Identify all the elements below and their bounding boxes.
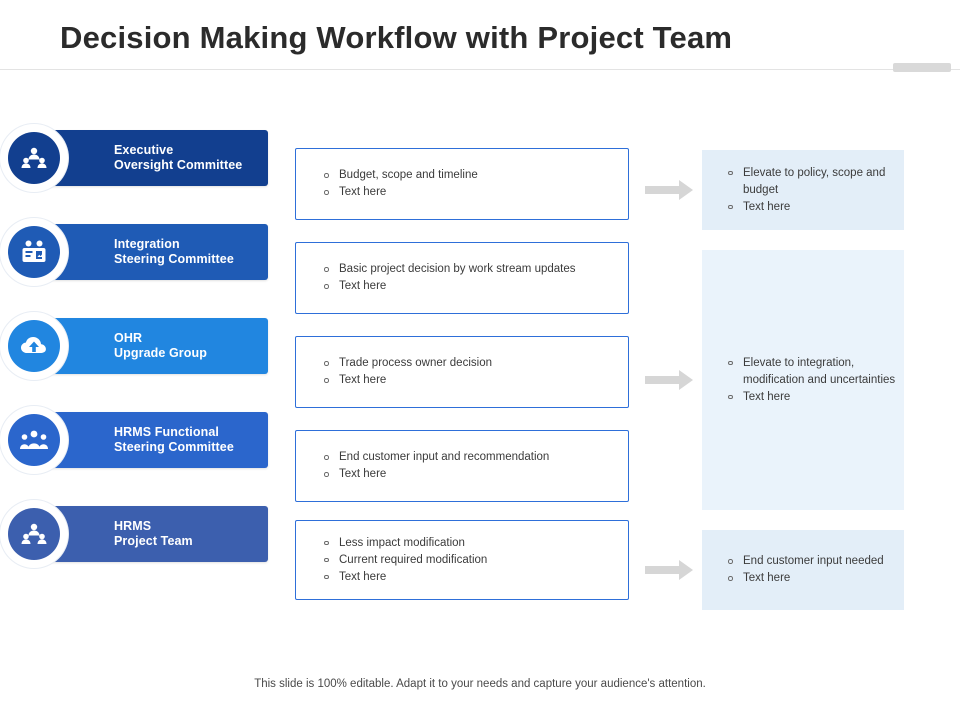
role-pill-executive-oversight-committee[interactable]: Executive Oversight Committee (49, 130, 268, 186)
role-pill-label-line1: HRMS (114, 519, 152, 533)
workflow-row: HRMS Project Team Less impact modificati… (0, 500, 960, 600)
role-pill-label-line1: Integration (114, 237, 180, 251)
three-people-icon (8, 414, 60, 466)
outcome-bullet: End customer input needed (728, 553, 898, 570)
role-pill-label-line2: Project Team (114, 534, 193, 548)
workflow-row: OHR Upgrade Group Trade process owner de… (0, 312, 960, 408)
flow-arrow (645, 370, 693, 390)
role-pill-label-line2: Oversight Committee (114, 158, 243, 172)
outcome-bullet-list: Elevate to policy, scope and budget Text… (728, 150, 898, 230)
role-pill-label: Integration Steering Committee (114, 224, 266, 280)
decision-detail-box: Less impact modification Current require… (295, 520, 629, 600)
detail-bullet: Text here (324, 278, 620, 295)
cloud-upload-icon (8, 320, 60, 372)
outcome-bullet: Text here (728, 570, 898, 587)
outcome-bullet-list: End customer input needed Text here (728, 530, 898, 610)
detail-bullet: Less impact modification (324, 535, 620, 552)
role-badge (0, 312, 68, 380)
outcome-box: Elevate to policy, scope and budget Text… (702, 150, 904, 230)
role-badge (0, 124, 68, 192)
detail-bullet-list: Budget, scope and timeline Text here (324, 149, 620, 219)
detail-bullet: Text here (324, 569, 620, 586)
role-badge (0, 500, 68, 568)
role-pill-hrms-functional-steering-committee[interactable]: HRMS Functional Steering Committee (49, 412, 268, 468)
role-pill-label-line2: Steering Committee (114, 252, 234, 266)
detail-bullet: Budget, scope and timeline (324, 167, 620, 184)
decision-detail-box: Trade process owner decision Text here (295, 336, 629, 408)
detail-bullet-list: Less impact modification Current require… (324, 521, 620, 599)
role-pill-label: HRMS Project Team (114, 506, 266, 562)
decision-detail-box: Basic project decision by work stream up… (295, 242, 629, 314)
detail-bullet: End customer input and recommendation (324, 449, 620, 466)
detail-bullet-list: End customer input and recommendation Te… (324, 431, 620, 501)
role-pill-label-line1: Executive (114, 143, 174, 157)
role-pill-label: HRMS Functional Steering Committee (114, 412, 266, 468)
outcome-box: End customer input needed Text here (702, 530, 904, 610)
role-badge (0, 218, 68, 286)
role-pill-label-line2: Steering Committee (114, 440, 234, 454)
role-pill-label-line1: OHR (114, 331, 143, 345)
people-group-icon (8, 132, 60, 184)
slide-header: Decision Making Workflow with Project Te… (0, 0, 960, 72)
role-pill-label: OHR Upgrade Group (114, 318, 266, 374)
workflow-row: Executive Oversight Committee Budget, sc… (0, 124, 960, 220)
outcome-bullet: Text here (728, 199, 898, 216)
outcome-bullet-list: Elevate to integration, modification and… (728, 250, 898, 510)
workflow-row: Integration Steering Committee Basic pro… (0, 218, 960, 314)
decision-detail-box: Budget, scope and timeline Text here (295, 148, 629, 220)
role-pill-label-line2: Upgrade Group (114, 346, 207, 360)
role-pill-label: Executive Oversight Committee (114, 130, 266, 186)
detail-bullet: Text here (324, 372, 620, 389)
detail-bullet: Text here (324, 184, 620, 201)
decision-detail-box: End customer input and recommendation Te… (295, 430, 629, 502)
role-pill-ohr-upgrade-group[interactable]: OHR Upgrade Group (49, 318, 268, 374)
flow-arrow (645, 180, 693, 200)
outcome-bullet: Text here (728, 389, 898, 406)
role-pill-integration-steering-committee[interactable]: Integration Steering Committee (49, 224, 268, 280)
role-pill-label-line1: HRMS Functional (114, 425, 219, 439)
header-tab-marker (893, 63, 951, 72)
page-title: Decision Making Workflow with Project Te… (60, 20, 733, 55)
team-board-icon (8, 226, 60, 278)
header-divider (0, 69, 960, 70)
workflow-diagram: Executive Oversight Committee Budget, sc… (0, 124, 960, 630)
detail-bullet: Trade process owner decision (324, 355, 620, 372)
role-pill-hrms-project-team[interactable]: HRMS Project Team (49, 506, 268, 562)
detail-bullet-list: Basic project decision by work stream up… (324, 243, 620, 313)
outcome-bullet: Elevate to policy, scope and budget (728, 165, 898, 199)
people-group-icon (8, 508, 60, 560)
outcome-bullet: Elevate to integration, modification and… (728, 355, 898, 389)
detail-bullet: Current required modification (324, 552, 620, 569)
footer-note: This slide is 100% editable. Adapt it to… (254, 678, 706, 690)
flow-arrow (645, 560, 693, 580)
detail-bullet-list: Trade process owner decision Text here (324, 337, 620, 407)
outcome-box: Elevate to integration, modification and… (702, 250, 904, 510)
detail-bullet: Text here (324, 466, 620, 483)
workflow-row: HRMS Functional Steering Committee End c… (0, 406, 960, 502)
role-badge (0, 406, 68, 474)
detail-bullet: Basic project decision by work stream up… (324, 261, 620, 278)
